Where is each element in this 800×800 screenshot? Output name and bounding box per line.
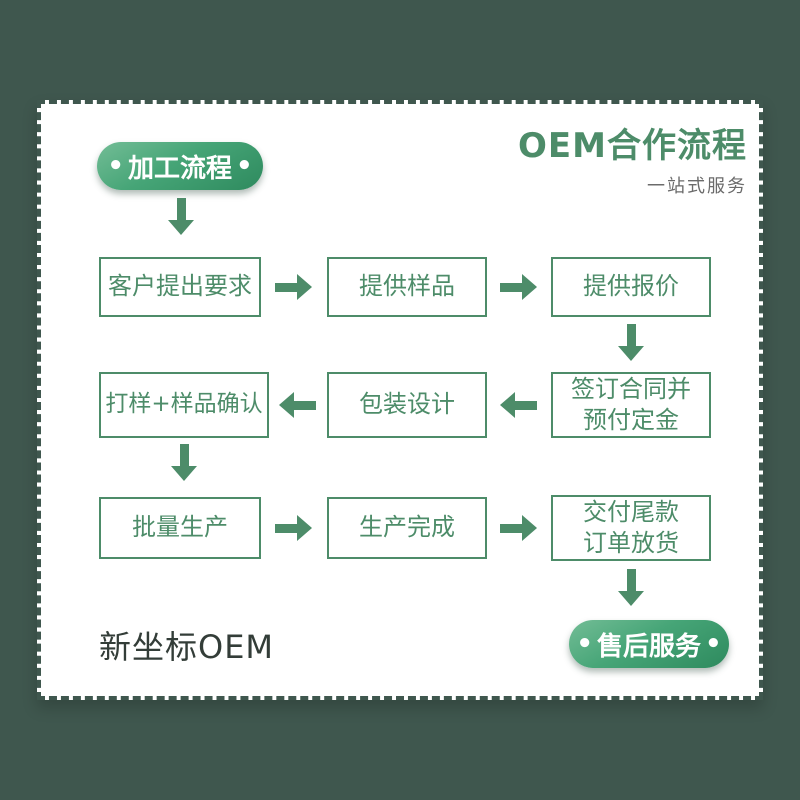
flow-step-provide-quote: 提供报价 [551, 257, 711, 317]
arrow-right-icon [275, 274, 312, 300]
flow-step-line: 预付定金 [583, 406, 679, 434]
end-badge-label: 售后服务 [596, 631, 701, 662]
flow-step-label: 批量生产 [132, 513, 228, 542]
flow-step-sign-contract-deposit: 签订合同并 预付定金 [551, 372, 711, 438]
bullet-dot-icon: • [705, 629, 722, 659]
arrow-down-icon [168, 198, 194, 235]
flow-step-label: 包装设计 [359, 390, 455, 419]
flow-step-label: 提供样品 [359, 272, 455, 301]
arrow-left-icon [500, 392, 537, 418]
end-badge: • 售后服务 • [569, 620, 729, 668]
arrow-left-icon [279, 392, 316, 418]
arrow-down-icon [618, 324, 644, 361]
flow-step-line: 订单放货 [583, 529, 679, 557]
flow-step-label: 提供报价 [583, 272, 679, 301]
flow-step-final-payment-shipment: 交付尾款 订单放货 [551, 495, 711, 561]
arrow-right-icon [500, 274, 537, 300]
start-badge: • 加工流程 • [97, 142, 263, 190]
bullet-dot-icon: • [576, 629, 593, 659]
flow-step-provide-samples: 提供样品 [327, 257, 487, 317]
arrow-down-icon [171, 444, 197, 481]
flow-step-label: 打样+样品确认 [105, 391, 263, 418]
flow-step-packaging-design: 包装设计 [327, 372, 487, 438]
flowchart-card: OEM合作流程 一站式服务 • 加工流程 • 客户提出要求 提供样品 提供报价 … [37, 100, 763, 700]
flow-step-customer-requirements: 客户提出要求 [99, 257, 261, 317]
brand-text: 新坐标OEM [99, 628, 275, 666]
arrow-right-icon [275, 515, 312, 541]
flow-step-label: 生产完成 [359, 513, 455, 542]
arrow-down-icon [618, 569, 644, 606]
bullet-dot-icon: • [236, 151, 253, 181]
flow-step-mass-production: 批量生产 [99, 497, 261, 559]
page-title: OEM合作流程 [518, 126, 747, 166]
page-subtitle: 一站式服务 [647, 176, 747, 198]
start-badge-label: 加工流程 [127, 153, 232, 184]
flow-step-label: 客户提出要求 [108, 272, 252, 301]
flow-step-production-complete: 生产完成 [327, 497, 487, 559]
flow-step-line: 交付尾款 [583, 497, 679, 526]
flow-step-line: 签订合同并 [571, 374, 691, 403]
arrow-right-icon [500, 515, 537, 541]
flow-step-sample-confirmation: 打样+样品确认 [99, 372, 269, 438]
bullet-dot-icon: • [107, 151, 124, 181]
header: OEM合作流程 一站式服务 [518, 126, 747, 198]
